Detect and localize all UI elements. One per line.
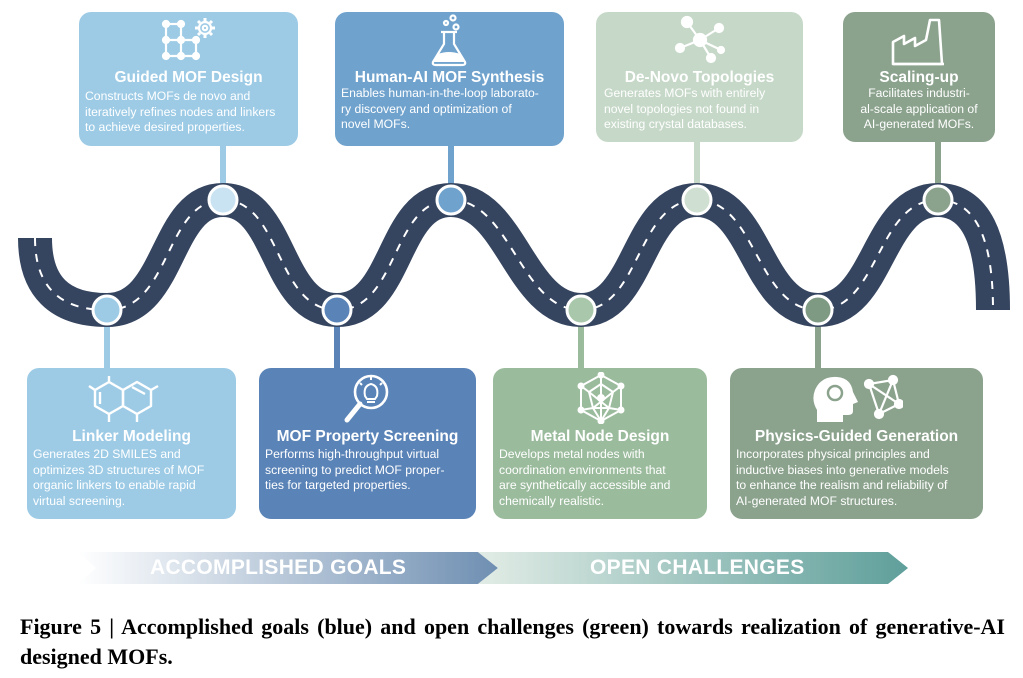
grid-gear-icon	[160, 16, 218, 66]
molecule-icon	[87, 376, 161, 424]
connector-human-ai	[448, 146, 454, 200]
card-human-ai-mof-synthesis: Human-AI MOF Synthesis Enables human-in-…	[335, 12, 564, 146]
card-title: Human-AI MOF Synthesis	[354, 69, 545, 86]
card-mof-property-screening: MOF Property Screening Performs high-thr…	[259, 368, 476, 519]
card-metal-node-design: Metal Node Design Develops metal nodes w…	[493, 368, 707, 519]
connector-linker	[104, 310, 110, 368]
card-description: Enables human-in-the-loop laborato-ry di…	[341, 86, 539, 132]
card-de-novo-topologies: De-Novo Topologies Generates MOFs with e…	[596, 12, 803, 142]
card-physics-guided-generation: Physics-Guided Generation Incorporates p…	[730, 368, 983, 519]
figure-caption: Figure 5 | Accomplished goals (blue) and…	[20, 614, 1005, 669]
card-title: Linker Modeling	[72, 428, 191, 445]
connector-screening	[334, 310, 340, 368]
flask-icon	[429, 14, 469, 68]
head-graph-icon	[811, 374, 903, 424]
card-title: MOF Property Screening	[276, 428, 459, 445]
connector-scaling	[935, 142, 941, 200]
factory-icon	[890, 16, 946, 66]
stations	[91, 184, 954, 326]
network-node-icon	[673, 14, 727, 66]
card-title: De-Novo Topologies	[624, 69, 775, 86]
card-description: Facilitates industri-al-scale applicatio…	[860, 86, 978, 132]
accomplished-goals-arrow	[78, 552, 498, 584]
open-challenges-arrow	[478, 552, 908, 584]
station-linker	[91, 294, 123, 326]
open-challenges-label: OPEN CHALLENGES	[590, 556, 805, 579]
card-title: Guided MOF Design	[114, 69, 263, 86]
station-metal-node	[565, 294, 597, 326]
station-human-ai	[435, 184, 467, 216]
card-title: Physics-Guided Generation	[754, 428, 959, 445]
connector-physics	[815, 310, 821, 368]
station-screening	[321, 294, 353, 326]
roadmap-diagram	[18, 142, 1010, 584]
card-title: Scaling-up	[879, 69, 959, 86]
connector-lines	[104, 142, 941, 368]
station-guided-design	[207, 184, 239, 216]
connector-de-novo	[694, 142, 700, 200]
station-de-novo	[681, 184, 713, 216]
accomplished-goals-label: ACCOMPLISHED GOALS	[150, 556, 407, 579]
card-guided-mof-design: Guided MOF Design Constructs MOFs de nov…	[79, 12, 298, 146]
winding-road	[18, 182, 1010, 328]
station-physics	[802, 294, 834, 326]
connector-guided-design	[220, 146, 226, 200]
station-scaling	[922, 184, 954, 216]
polyhedron-icon	[575, 372, 627, 424]
card-title: Metal Node Design	[530, 428, 670, 445]
card-scaling-up: Scaling-up Facilitates industri-al-scale…	[843, 12, 995, 142]
magnifier-bulb-icon	[343, 372, 393, 428]
connector-metal-node	[578, 310, 584, 368]
